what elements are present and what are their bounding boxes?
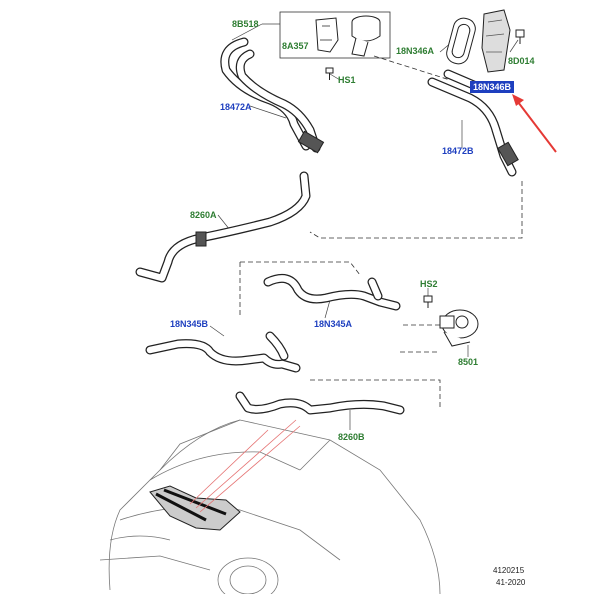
label-8d014: 8D014 — [508, 56, 535, 66]
label-18n346b-highlighted[interactable]: 18N346B — [469, 81, 515, 93]
gasket-18n346a — [446, 17, 476, 65]
label-8b518: 8B518 — [232, 19, 259, 29]
engine-detail — [149, 485, 241, 531]
label-hs2: HS2 — [420, 279, 438, 289]
leader-box-top — [240, 261, 361, 276]
cover-18n346b — [481, 9, 511, 73]
screw-hs2 — [423, 295, 433, 308]
label-18n345b: 18N345B — [170, 319, 209, 329]
label-18472b: 18472B — [442, 146, 474, 156]
hose-18472a — [220, 37, 321, 153]
location-pointers — [189, 419, 301, 513]
screw-hs1 — [325, 67, 334, 80]
hose-18n345b — [145, 331, 301, 373]
footer-date: 41-2020 — [496, 578, 526, 587]
clip-8d014 — [515, 29, 525, 44]
label-8501: 8501 — [458, 357, 479, 367]
label-8a357: 8A357 — [282, 41, 309, 51]
dashed-leaders — [239, 55, 523, 410]
leader-18472b-down — [350, 178, 523, 239]
hose-8260a — [135, 171, 311, 283]
red-arrow — [512, 94, 557, 153]
label-8260b: 8260B — [338, 432, 365, 442]
label-hs1: HS1 — [338, 75, 356, 85]
reservoir-group-box — [279, 11, 391, 59]
label-18n346a: 18N346A — [396, 46, 435, 56]
expansion-reservoir — [351, 15, 381, 57]
pump-8501 — [439, 309, 479, 347]
bracket-8a357 — [315, 17, 339, 53]
label-18n345a: 18N345A — [314, 319, 353, 329]
hose-18n345a — [263, 273, 401, 311]
leader-reservoir-to-hose-b — [373, 55, 451, 81]
label-18472a: 18472A — [220, 102, 252, 112]
footer-illustration-code: 4120215 — [493, 566, 525, 575]
leader-8260b — [310, 379, 441, 410]
label-8260a: 8260A — [190, 210, 217, 220]
vehicle-outline — [99, 419, 441, 594]
hose-8260b — [235, 391, 405, 415]
